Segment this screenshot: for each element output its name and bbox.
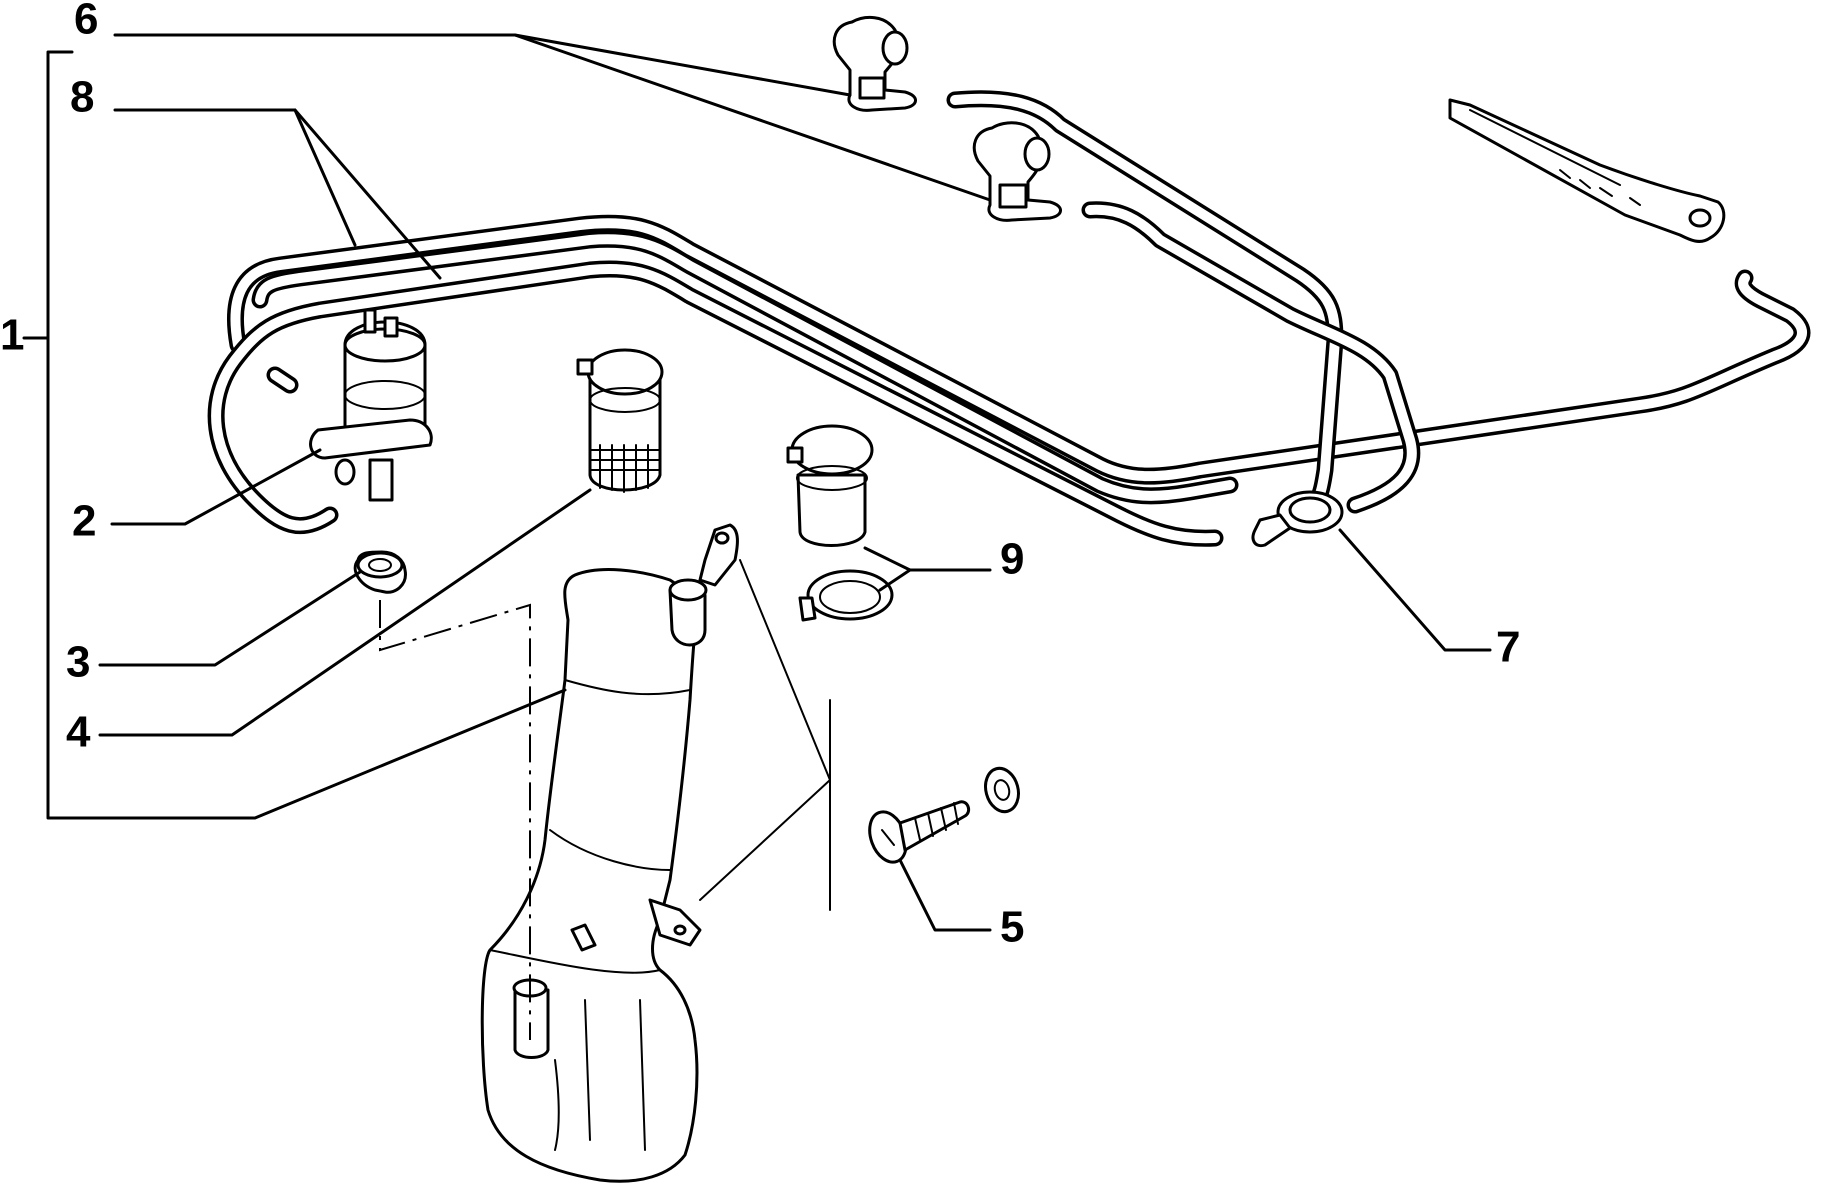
washer-reservoir: [480, 523, 739, 1183]
wiper-arm: [1448, 98, 1726, 243]
callout-1: 1: [0, 311, 24, 360]
callout-5: 5: [1000, 903, 1024, 952]
callout-8: 8: [70, 73, 94, 122]
leader-lines: [22, 33, 1492, 932]
washer-pump: [309, 308, 433, 502]
t-connector: [1251, 490, 1344, 548]
alignment-lines: [379, 559, 831, 1040]
washer-jet-upper: [832, 16, 917, 112]
callout-9: 9: [1000, 535, 1024, 584]
callout-6: 6: [74, 0, 98, 44]
screw: [868, 800, 971, 864]
callout-7: 7: [1496, 623, 1520, 672]
filter: [576, 348, 664, 493]
pump-grommet: [353, 550, 407, 594]
level-sensor: [786, 424, 874, 547]
washer-hoses: [207, 90, 1811, 547]
callout-3: 3: [66, 638, 90, 687]
callout-4: 4: [66, 708, 91, 757]
washer-jet-lower: [972, 121, 1062, 222]
callouts: 1 2 3 4 5 6 7 8 9: [0, 0, 1520, 952]
hose-clamp: [798, 569, 894, 622]
washer-ring: [984, 766, 1020, 814]
callout-2: 2: [72, 497, 96, 546]
